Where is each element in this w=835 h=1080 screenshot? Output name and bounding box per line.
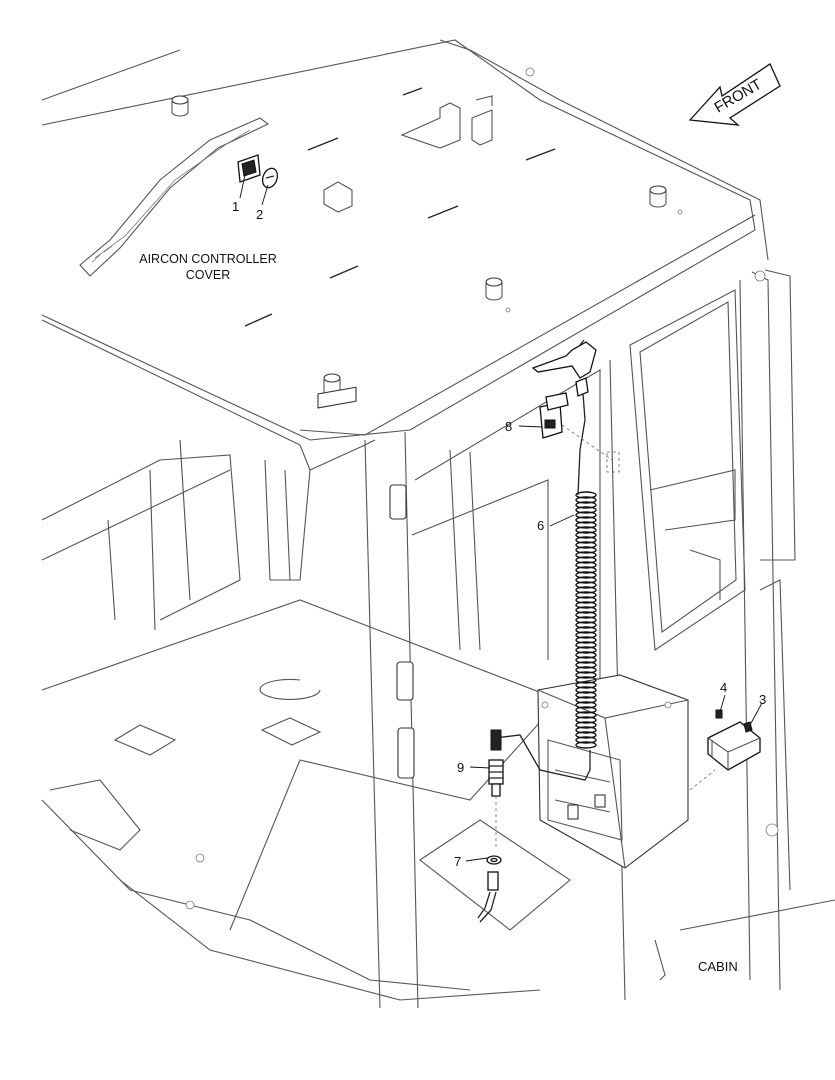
roof-stud (649, 185, 667, 208)
coil-hose (494, 379, 597, 781)
coil-loop (575, 616, 597, 624)
callout-7: 7 (454, 854, 461, 869)
coil-loop (575, 571, 597, 579)
cabin-floor (41, 579, 835, 1001)
cabin-roof (41, 39, 769, 581)
callout-leaders (239, 174, 763, 862)
front-arrow: FRONT (688, 63, 781, 126)
coil-loop (575, 726, 597, 734)
callout-2: 2 (256, 207, 263, 222)
switch-1 (237, 154, 261, 183)
coil-loop (575, 666, 597, 674)
aircon-note-line2: COVER (186, 268, 230, 282)
coil-loop (575, 701, 597, 709)
coil-loop (575, 606, 597, 614)
coil-loop (575, 711, 597, 719)
coil-loop (575, 581, 597, 589)
coil-loop (575, 601, 597, 609)
coil-loop (575, 646, 597, 654)
coil-loop (575, 686, 597, 694)
coil-loop (575, 721, 597, 729)
coil-loop (575, 731, 597, 739)
coil-loop (575, 671, 597, 679)
holder-8 (539, 392, 620, 473)
coil-loop (575, 611, 597, 619)
coil-loop (575, 716, 597, 724)
coil-loop (575, 531, 597, 539)
coil-loop (575, 706, 597, 714)
coil-loop (575, 641, 597, 649)
coil-loop (575, 541, 597, 549)
coil-loop (575, 561, 597, 569)
coil-loop (575, 736, 597, 744)
screw-4 (715, 709, 723, 719)
coil-loop (575, 631, 597, 639)
callout-8: 8 (505, 419, 512, 434)
coil-loop (575, 676, 597, 684)
coil-loop (575, 681, 597, 689)
coil-loop (575, 696, 597, 704)
coil-loop (575, 621, 597, 629)
cabin-frame (41, 269, 796, 1009)
coil-loop (575, 656, 597, 664)
aircon-note-line1: AIRCON CONTROLLER (139, 252, 277, 266)
coil-loop (575, 521, 597, 529)
washer-7 (486, 855, 502, 865)
coil-loop (575, 566, 597, 574)
coil-loop (575, 661, 597, 669)
coil-loop (575, 546, 597, 554)
coil-loop (575, 576, 597, 584)
coil-loop (575, 741, 597, 749)
cover-2 (261, 167, 279, 189)
coil-loop (575, 596, 597, 604)
aircon-note: AIRCON CONTROLLER COVER (139, 252, 277, 282)
roof-stud (171, 95, 189, 117)
coil-loop (575, 501, 597, 509)
coil-loop (575, 556, 597, 564)
roof-stud (485, 277, 503, 301)
coil-loop (575, 511, 597, 519)
coil-loop (575, 506, 597, 514)
air-gun (531, 339, 597, 397)
callout-1: 1 (232, 199, 239, 214)
callout-4: 4 (720, 680, 727, 695)
floor-pipe (477, 871, 499, 923)
coil-loop (575, 651, 597, 659)
coil-loop (575, 691, 597, 699)
coil-loop (575, 591, 597, 599)
coil-loop (575, 586, 597, 594)
callout-6: 6 (537, 518, 544, 533)
coil-loop (575, 636, 597, 644)
control-box (537, 674, 689, 869)
coil-loop (575, 491, 597, 499)
callout-3: 3 (759, 692, 766, 707)
coil-loop (575, 551, 597, 559)
cabin-label: CABIN (698, 959, 738, 974)
coil-loop (575, 516, 597, 524)
coil-loop (575, 526, 597, 534)
controller-3 (689, 721, 761, 791)
coil-loop (575, 536, 597, 544)
callout-numbers: 1 2 3 4 6 7 8 9 (232, 199, 766, 869)
coil-loop (575, 626, 597, 634)
callout-9: 9 (457, 760, 464, 775)
coil-loop (575, 496, 597, 504)
fitting-9 (488, 729, 504, 850)
